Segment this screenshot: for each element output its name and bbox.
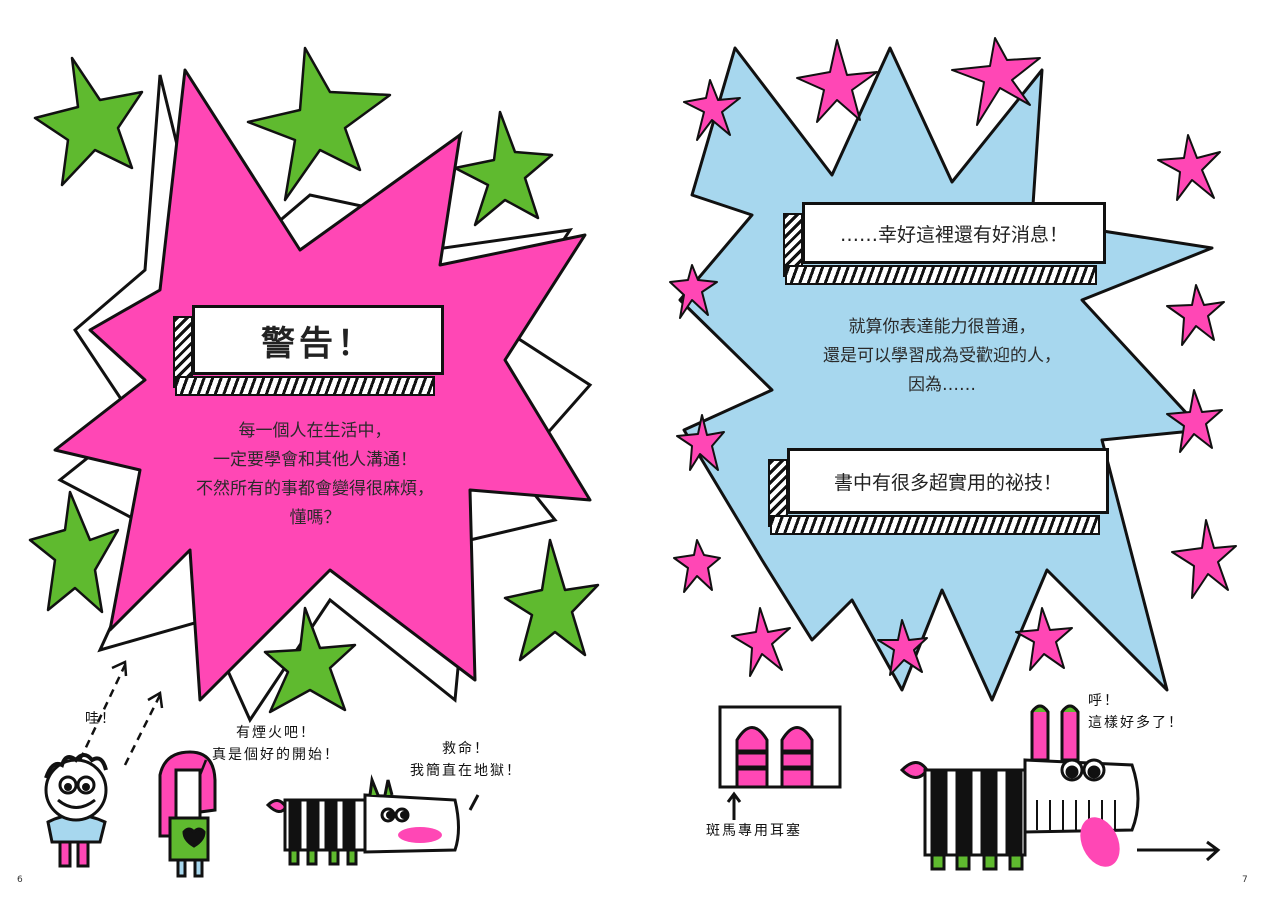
body-line: 懂嗎？	[289, 508, 341, 528]
warning-banner: 警告！	[175, 305, 444, 396]
right-page: ……幸好這裡還有好消息！ 就算你表達能力很普通， 還是可以學習成為受歡迎的人， …	[632, 0, 1263, 900]
star-icon	[1015, 607, 1073, 671]
star-icon	[951, 37, 1041, 126]
body-line: 就算你表達能力很普通，	[848, 317, 1036, 337]
warning-title: 警告！	[261, 323, 375, 364]
page-number: 7	[1242, 875, 1248, 885]
girl-caption: 有煙火吧！ 真是個好的開始！	[212, 725, 340, 763]
pink-stars	[669, 37, 1237, 677]
body-line: 因為……	[908, 375, 976, 395]
earplugs-illustration	[718, 705, 842, 820]
tips-text: 書中有很多超實用的祕技！	[833, 471, 1062, 494]
body-line: 每一個人在生活中，	[238, 421, 392, 441]
star-icon	[28, 490, 120, 614]
zebra-relieved-character	[899, 704, 1221, 871]
dashed-arrows	[78, 664, 162, 766]
right-page-illustration	[669, 37, 1237, 871]
zebra-caption: 救命！ 我簡直在地獄！	[410, 741, 522, 779]
tips-banner: 書中有很多超實用的祕技！	[770, 448, 1109, 535]
star-icon	[673, 539, 721, 593]
earplugs-caption: 斑馬專用耳塞	[706, 823, 802, 839]
boy-character	[44, 753, 108, 868]
boy-caption: 哇！	[85, 711, 117, 727]
zebra-character	[265, 774, 480, 866]
good-news-banner: ……幸好這裡還有好消息！	[785, 202, 1106, 285]
star-icon	[731, 607, 791, 677]
star-icon	[1157, 134, 1221, 201]
left-page: 警告！ 每一個人在生活中， 一定要學會和其他人溝通！ 不然所有的事都會變得很麻煩…	[0, 0, 631, 900]
star-icon	[1166, 284, 1225, 346]
page-number: 6	[17, 875, 23, 885]
star-icon	[796, 39, 878, 123]
body-line: 還是可以學習成為受歡迎的人，	[823, 346, 1061, 366]
star-icon	[877, 619, 928, 676]
star-icon	[263, 606, 357, 714]
body-line: 不然所有的事都會變得很麻煩，	[196, 479, 434, 499]
star-icon	[503, 538, 600, 662]
warning-body: 每一個人在生活中， 一定要學會和其他人溝通！ 不然所有的事都會變得很麻煩， 懂嗎…	[180, 417, 450, 533]
good-news-text: ……幸好這裡還有好消息！	[839, 223, 1068, 246]
star-icon	[676, 414, 725, 471]
star-icon	[669, 264, 718, 319]
girl-character	[158, 750, 217, 878]
star-icon	[246, 46, 392, 202]
star-icon	[683, 79, 741, 141]
zebra-relieved-caption: 呼！ 這樣好多了！	[1088, 693, 1184, 731]
star-icon	[33, 56, 144, 187]
body-line: 一定要學會和其他人溝通！	[213, 450, 417, 470]
star-icon	[1171, 519, 1237, 599]
good-news-body: 就算你表達能力很普通， 還是可以學習成為受歡迎的人， 因為……	[782, 313, 1102, 400]
star-icon	[453, 110, 554, 227]
star-icon	[1166, 389, 1223, 453]
green-stars	[28, 46, 600, 714]
